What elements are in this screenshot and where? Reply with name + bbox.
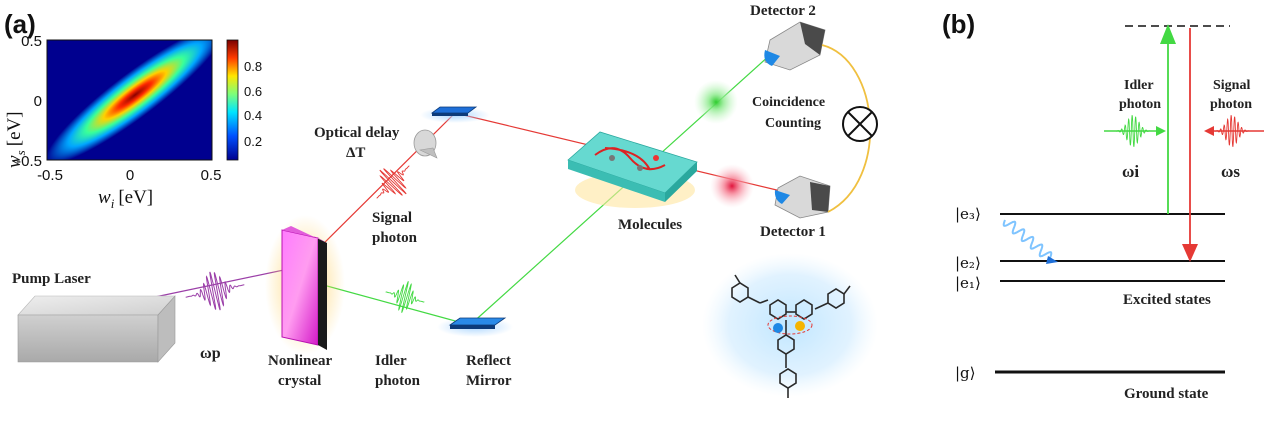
heatmap-frame [46, 39, 213, 161]
b-idler-line2: photon [1119, 97, 1161, 112]
idler-pulse-b-icon [1112, 115, 1154, 147]
crystal-label-line1: Nonlinear [268, 353, 333, 369]
reflect-mirror [437, 317, 513, 337]
idler-label-line2: photon [375, 373, 421, 389]
heatmap-correlation-ellipse [47, 40, 212, 160]
idler-pulse-icon [385, 281, 425, 313]
signal-photon-glow [710, 164, 754, 208]
y-axis-label: ws[eV] [4, 111, 28, 168]
b-idler-line1: Idler [1124, 78, 1154, 93]
state-e1-label: |e₁⟩ [955, 274, 981, 292]
joint-spectrum-inset: 0.5 0 -0.5 -0.5 0 0.5 ws[eV] wi[eV] 0.8 … [4, 33, 262, 211]
molecule-structure-icon [702, 253, 878, 398]
pump-laser-label: Pump Laser [12, 271, 91, 287]
signal-label-line2: photon [372, 230, 418, 246]
colorbar-tick-0.8: 0.8 [244, 59, 262, 74]
colorbar-tick-0.2: 0.2 [244, 134, 262, 149]
relaxation-wavy-arrow [1002, 219, 1053, 259]
omega-p-label: ωp [200, 345, 221, 362]
molecule-sample [567, 131, 698, 208]
y-tick-mid: 0 [34, 93, 42, 110]
idler-label-line1: Idler [375, 353, 407, 369]
detector-1 [774, 175, 831, 219]
b-omega-s: ωs [1221, 162, 1240, 181]
state-e3-label: |e₃⟩ [955, 205, 981, 223]
x-tick-left: -0.5 [37, 167, 63, 184]
delay-stage-icon [413, 129, 438, 159]
b-signal-line2: photon [1210, 97, 1252, 112]
y-tick-top: 0.5 [21, 33, 42, 50]
detector-2 [764, 21, 826, 71]
b-signal-line1: Signal [1213, 78, 1250, 93]
coincidence-label-line1: Coincidence [752, 95, 825, 110]
colorbar [226, 39, 239, 161]
pump-laser [17, 295, 176, 363]
colorbar-tick-0.6: 0.6 [244, 84, 262, 99]
panel-label-a: (a) [4, 9, 36, 39]
crystal-label-line2: crystal [278, 373, 321, 389]
state-e2-label: |e₂⟩ [955, 254, 981, 272]
signal-pulse-b-icon [1211, 115, 1253, 147]
detector1-label: Detector 1 [760, 224, 826, 240]
x-tick-right: 0.5 [201, 167, 222, 184]
x-tick-mid: 0 [126, 167, 134, 184]
colorbar-tick-0.4: 0.4 [244, 108, 262, 123]
delay-mirror [420, 106, 490, 123]
mirror-label-line2: Mirror [466, 373, 512, 389]
molecules-label: Molecules [618, 217, 682, 233]
x-axis-label: wi[eV] [98, 187, 153, 211]
mirror-label-line1: Reflect [466, 353, 511, 369]
coincidence-label-line2: Counting [765, 116, 821, 131]
idler-photon-glow [694, 80, 738, 124]
ground-state-label: Ground state [1124, 386, 1209, 402]
excited-states-label: Excited states [1123, 292, 1211, 308]
signal-label-line1: Signal [372, 210, 412, 226]
delay-label-line2: ΔT [346, 145, 365, 161]
y-tick-bottom: -0.5 [16, 153, 42, 170]
b-omega-i: ωi [1122, 162, 1139, 181]
pump-pulse-icon [185, 271, 245, 311]
nonlinear-crystal [265, 215, 345, 355]
signal-pulse-icon [376, 165, 410, 199]
energy-level-diagram [995, 24, 1264, 374]
panel-label-b: (b) [942, 9, 975, 39]
delay-label-line1: Optical delay [314, 125, 400, 141]
state-g-label: |g⟩ [955, 364, 976, 382]
coincidence-counter-icon [842, 106, 878, 142]
detector2-label: Detector 2 [750, 3, 816, 19]
